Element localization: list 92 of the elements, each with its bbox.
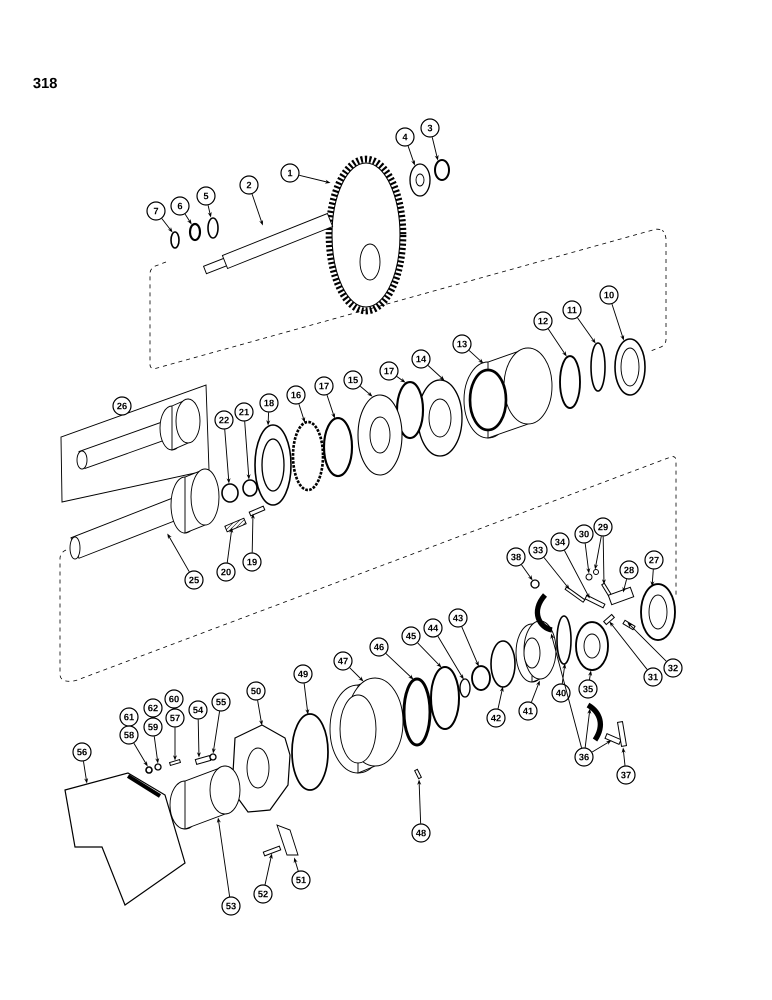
callout-number: 34 [550,532,570,552]
callout-number: 29 [593,517,613,537]
callout-number: 7 [146,201,166,221]
callout-number: 28 [619,560,639,580]
callout-number: 57 [165,708,185,728]
callout-number: 62 [143,698,163,718]
callout-number: 50 [246,681,266,701]
housing [640,583,676,641]
coupler [575,621,609,671]
callout-number: 26 [112,396,132,416]
callout-number: 30 [574,524,594,544]
callout-number: 37 [616,765,636,785]
callout-number: 38 [506,547,526,567]
cover [64,772,186,906]
callout-number: 16 [286,385,306,405]
shift-fork [586,702,603,742]
shift-fork [534,593,553,633]
clutch-disc [292,420,324,492]
hub [254,424,292,506]
snap-ring [556,615,572,665]
spring [224,518,247,532]
callout-number: 12 [533,311,553,331]
callout-number: 17 [379,361,399,381]
callout-number: 5 [196,186,216,206]
bearing [614,338,646,396]
callout-number: 42 [486,708,506,728]
callout-number: 60 [164,689,184,709]
callout-number: 21 [234,402,254,422]
gasket [291,713,329,791]
roller [242,479,258,497]
callout-number: 51 [291,870,311,890]
shaft [70,468,220,560]
callout-number: 58 [119,725,139,745]
callout-number: 13 [452,334,472,354]
callout-number: 54 [188,700,208,720]
callout-number: 18 [259,393,279,413]
callout-number: 43 [448,608,468,628]
callout-number: 11 [562,300,582,320]
callout-number: 10 [599,285,619,305]
callout-number: 40 [551,683,571,703]
callout-number: 45 [401,626,421,646]
disc [402,678,432,746]
washer [409,163,431,197]
shaft [76,398,200,470]
callout-number: 20 [216,562,236,582]
callout-number: 33 [528,540,548,560]
callout-number: 56 [72,742,92,762]
callout-number: 19 [242,552,262,572]
callout-number: 3 [420,118,440,138]
callout-number: 49 [293,664,313,684]
callout-number: 32 [663,658,683,678]
callout-number: 55 [211,692,231,712]
callout-number: 47 [333,651,353,671]
callout-number: 61 [119,707,139,727]
gear [326,156,406,314]
callout-number: 53 [221,896,241,916]
snap-ring [434,159,450,181]
callout-number: 27 [644,550,664,570]
o-ring [396,380,424,440]
snap-ring [590,342,606,392]
callout-number: 4 [395,127,415,147]
washer [209,753,217,761]
ring [207,217,219,239]
page-number: 318 [33,78,57,88]
callout-number: 17 [314,376,334,396]
callout-number: 36 [574,747,594,767]
o-ring [322,416,354,478]
ring [459,678,471,698]
callout-number: 44 [423,618,443,638]
callout-number: 1 [280,163,300,183]
callout-number: 15 [343,370,363,390]
roller [221,483,239,503]
callout-number: 46 [369,637,389,657]
ring [188,222,202,242]
callout-number: 25 [184,570,204,590]
nut [530,579,540,589]
pin [248,506,266,516]
callout-number: 31 [643,667,663,687]
callout-number: 41 [518,701,538,721]
callout-number: 52 [253,884,273,904]
callout-number: 59 [143,717,163,737]
washer [154,763,162,771]
plug [593,569,599,575]
callout-number: 22 [214,410,234,430]
callout-number: 14 [411,349,431,369]
nut [145,766,153,774]
ring [559,355,581,409]
callout-number: 2 [239,175,259,195]
callout-number: 6 [170,196,190,216]
snap-ring [170,231,180,249]
callout-number: 35 [578,679,598,699]
callout-number: 48 [411,823,431,843]
